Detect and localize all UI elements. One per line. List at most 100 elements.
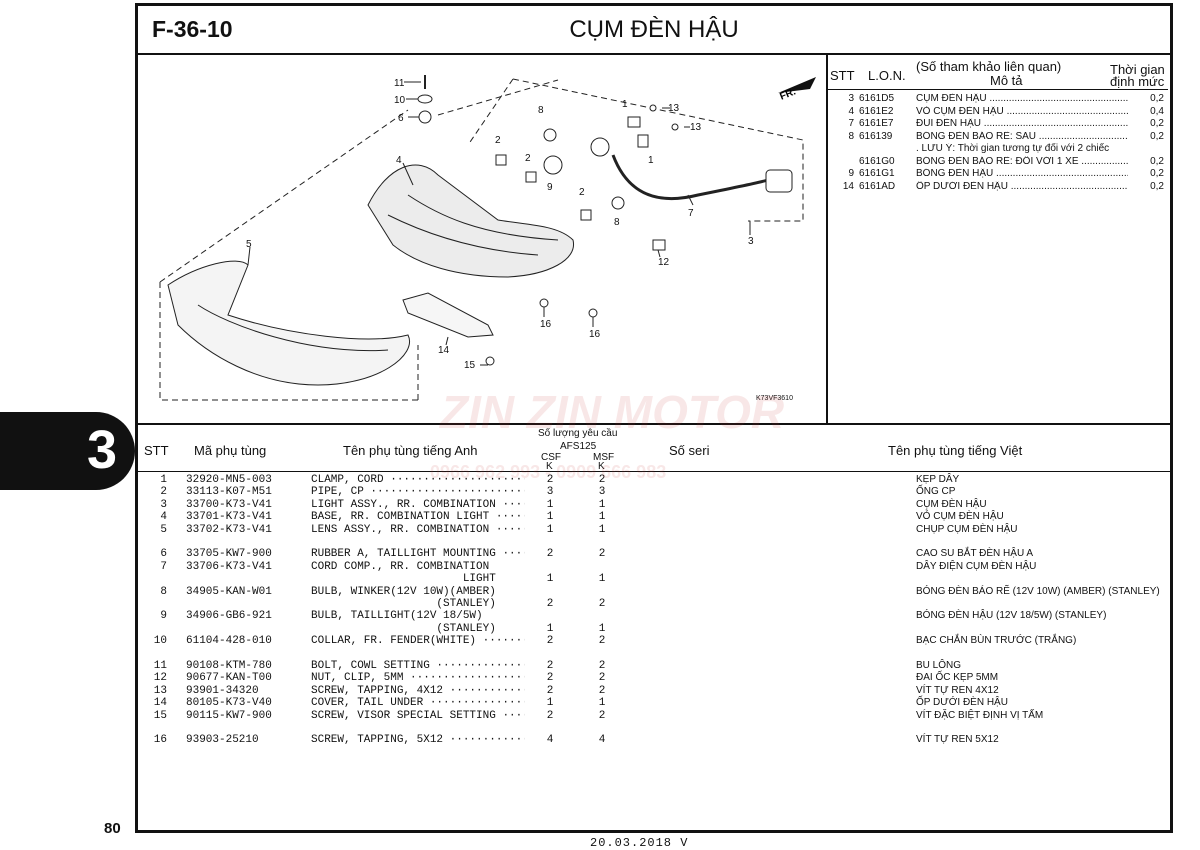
cell-vn: BÓNG ĐÈN BÁO RẼ (12V 10W) (AMBER) (STANL…: [916, 585, 1160, 597]
th-msf-k: K: [598, 461, 605, 472]
callout-8: 8: [614, 217, 620, 228]
cell-csf: 1: [546, 523, 554, 536]
cell-en: COVER, TAIL UNDER: [311, 697, 525, 709]
page-title: CỤM ĐÈN HẬU: [569, 16, 739, 43]
cell-stt: 7: [160, 560, 167, 573]
labor-stt: 4: [848, 105, 854, 117]
screw-16: [539, 298, 549, 308]
cell-vn: BU LÔNG: [916, 660, 962, 671]
cell-en: NUT, CLIP, 5MM: [311, 672, 525, 684]
boundary-line: [467, 78, 514, 146]
labor-time: 0,2: [1150, 93, 1164, 104]
labor-stt: 3: [848, 93, 854, 104]
callout-16: 16: [589, 329, 601, 340]
cell-stt: 13: [153, 684, 167, 697]
labor-time: 0,4: [1150, 105, 1164, 117]
th-vn: Tên phụ tùng tiếng Việt: [888, 443, 1023, 458]
cell-vn: DÂY ĐIỆN CỤM ĐÈN HẬU: [916, 560, 1037, 572]
cell-vn: ỐNG CP: [916, 486, 956, 498]
callout-6: 6: [398, 113, 404, 124]
labor-desc: BÓNG ĐÈN BÁO RẼ: SAU: [916, 131, 1128, 142]
labor-desc: BÓNG ĐÈN BÁO RẼ: ĐỐI VỚI 1 XE: [916, 156, 1128, 167]
cell-en: (STANLEY): [311, 622, 496, 635]
nut-6: [418, 110, 432, 124]
callout-1: 1: [648, 155, 654, 166]
cell-code: 34905-KAN-W01: [186, 585, 272, 598]
labor-lon: 6161G1: [859, 168, 895, 179]
screw-15: [485, 356, 495, 366]
cell-msf: 2: [598, 709, 606, 722]
section-divider: [138, 423, 1170, 425]
cell-stt: 1: [160, 474, 167, 486]
callout-12: 12: [658, 257, 670, 268]
cell-msf: 1: [598, 498, 606, 511]
labor-desc: CỤM ĐÈN HẬU: [916, 93, 1128, 104]
callout-3: 3: [748, 236, 754, 247]
bracket-14: [402, 292, 494, 338]
bulb-8b: [611, 196, 625, 210]
cell-vn: CỤM ĐÈN HẬU: [916, 498, 987, 510]
labor-desc: BÓNG ĐÈN HẬU: [916, 168, 1128, 179]
cell-csf: 1: [546, 511, 554, 524]
cell-vn: ỐP DƯỚI ĐÈN HẬU: [916, 697, 1008, 709]
section-code: F-36-10: [152, 16, 233, 42]
boundary-line: [437, 79, 559, 116]
callout-8: 8: [538, 105, 544, 116]
bulb-9: [543, 155, 563, 175]
cell-msf: 1: [598, 697, 606, 710]
cell-code: 93901-34320: [186, 684, 259, 697]
cell-code: 34906-GB6-921: [186, 610, 272, 623]
cell-code: 61104-428-010: [186, 635, 272, 648]
labor-stt: 9: [848, 168, 854, 179]
cell-csf: 1: [546, 573, 554, 586]
th-csf-k: K: [546, 461, 553, 472]
cell-en: LIGHT: [311, 573, 496, 586]
callout-15: 15: [464, 360, 476, 371]
cell-stt: 15: [153, 709, 167, 722]
cell-stt: 5: [160, 523, 167, 536]
rp-head-rule: [828, 89, 1168, 90]
cell-en: BULB, TAILLIGHT(12V 18/5W): [311, 610, 483, 623]
cell-stt: 3: [160, 498, 167, 511]
callout-2: 2: [579, 187, 585, 198]
labor-time: 0,2: [1150, 168, 1164, 179]
light-assy-body: [367, 164, 574, 278]
cell-msf: 2: [598, 474, 606, 486]
cell-csf: 2: [546, 684, 554, 697]
callout-2: 2: [495, 135, 501, 146]
cell-msf: 1: [598, 511, 606, 524]
cell-en: SCREW, TAPPING, 4X12: [311, 685, 525, 697]
cell-stt: 9: [160, 610, 167, 623]
labor-lon: 6161G0: [859, 155, 895, 167]
diagram-code: K73VF3610: [756, 395, 793, 402]
connector: [765, 169, 793, 193]
cell-code: 90115-KW7-900: [186, 709, 272, 722]
rp-head-time-2: định mức: [1110, 74, 1165, 89]
th-stt: STT: [144, 443, 169, 458]
callout-1: 1: [622, 99, 628, 110]
rp-head-stt: STT: [830, 68, 855, 83]
cell-code: 90108-KTM-780: [186, 660, 272, 672]
callout-14: 14: [438, 345, 450, 356]
collar-10: [417, 94, 433, 104]
cell-csf: 2: [546, 672, 554, 685]
tail-lens-shape: [167, 260, 410, 386]
pipe-1: [627, 116, 641, 128]
cell-stt: 4: [160, 511, 167, 524]
cell-csf: 4: [546, 734, 554, 747]
callout-2: 2: [525, 153, 531, 164]
rp-head-time-1: Thời gian: [1110, 62, 1165, 77]
cell-msf: 2: [598, 598, 606, 610]
cell-en: BOLT, COWL SETTING: [311, 660, 525, 672]
labor-time: 0,2: [1150, 180, 1164, 192]
page-header: F-36-10 CỤM ĐÈN HẬU: [138, 6, 1170, 55]
